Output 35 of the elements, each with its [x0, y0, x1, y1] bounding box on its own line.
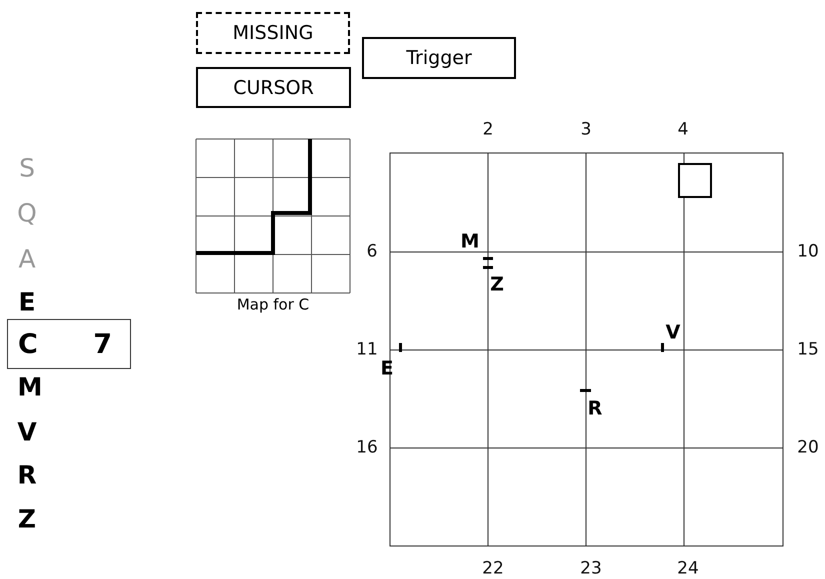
list-letter: M	[18, 374, 42, 400]
axis-number: 4	[678, 122, 688, 138]
node-label: C	[18, 328, 38, 360]
point-letter: Z	[490, 276, 504, 294]
list-letter: Z	[18, 506, 36, 532]
axis-number: 15	[797, 342, 819, 358]
list-letter: S	[19, 156, 35, 180]
point-letter: M	[460, 232, 480, 252]
highlight-box	[7, 319, 131, 369]
axis-number: 10	[797, 244, 819, 260]
process-box	[362, 37, 516, 79]
empty-square	[678, 163, 712, 198]
axis-number: 24	[677, 560, 699, 578]
process-box	[196, 67, 351, 108]
axis-number: 2	[482, 122, 494, 138]
node-label: Trigger	[406, 47, 472, 69]
list-letter: R	[17, 462, 37, 488]
axis-number: 6	[366, 244, 378, 260]
axis-number: 20	[797, 440, 819, 456]
axis-number: 23	[580, 560, 602, 578]
list-letter: V	[17, 420, 37, 444]
node-label: MISSING	[232, 22, 314, 44]
node-label: 7	[93, 328, 112, 360]
map-caption: Map for C	[236, 298, 310, 312]
list-letter: Q	[17, 200, 37, 226]
axis-number: 3	[580, 122, 592, 138]
list-letter: E	[18, 290, 36, 314]
point-letter: R	[588, 400, 602, 418]
dashed-box	[196, 12, 350, 54]
node-label: CURSOR	[233, 76, 314, 98]
point-letter: V	[666, 324, 680, 342]
axis-number: 16	[356, 440, 378, 456]
axis-number: 11	[356, 342, 378, 358]
list-letter: A	[18, 246, 36, 272]
axis-number: 22	[482, 560, 504, 578]
